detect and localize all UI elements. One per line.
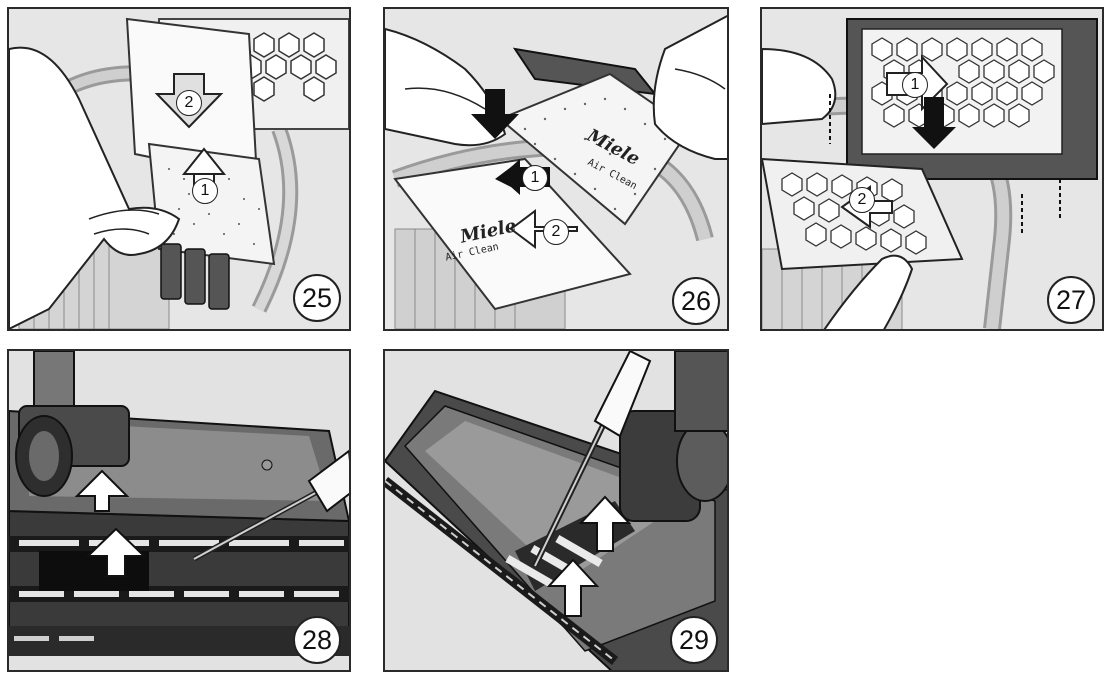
step-1-marker: 1 xyxy=(902,72,928,98)
hand-icon xyxy=(9,46,181,329)
figure-number: 25 xyxy=(293,274,341,322)
hand-icon xyxy=(823,254,914,329)
filter-pad-icon xyxy=(498,72,692,226)
step-2-marker: 2 xyxy=(849,187,875,213)
screwdriver-icon xyxy=(532,351,652,568)
honeycomb-filter-icon xyxy=(846,18,1098,180)
filter-replacement-illustration xyxy=(385,9,727,329)
floorhead-cleaning-illustration xyxy=(9,351,349,670)
figure-27: 1 2 27 xyxy=(760,7,1104,331)
step-2-marker: 2 xyxy=(176,90,202,116)
figure-number: 27 xyxy=(1047,276,1095,324)
step-1-marker: 1 xyxy=(522,165,548,191)
step-1-marker: 1 xyxy=(192,178,218,204)
screwdriver-icon xyxy=(192,449,349,562)
figure-number: 29 xyxy=(670,616,718,664)
arrow-icon xyxy=(74,469,147,577)
figure-28: 28 xyxy=(7,349,351,672)
hand-icon xyxy=(652,14,727,160)
floorhead-brush-removal-illustration xyxy=(385,351,727,670)
figure-29: 29 xyxy=(383,349,729,672)
hand-icon xyxy=(762,47,837,126)
figure-number: 26 xyxy=(672,277,720,325)
filter-swap-illustration xyxy=(762,9,1102,329)
figure-26: 1 2 Miele Air Clean Miele Air Clean 26 xyxy=(383,7,729,331)
floorhead-icon xyxy=(385,389,727,670)
figure-25: 2 1 25 xyxy=(7,7,351,331)
step-2-marker: 2 xyxy=(543,219,569,245)
figure-number: 28 xyxy=(293,616,341,664)
arrow-icon xyxy=(546,495,632,617)
